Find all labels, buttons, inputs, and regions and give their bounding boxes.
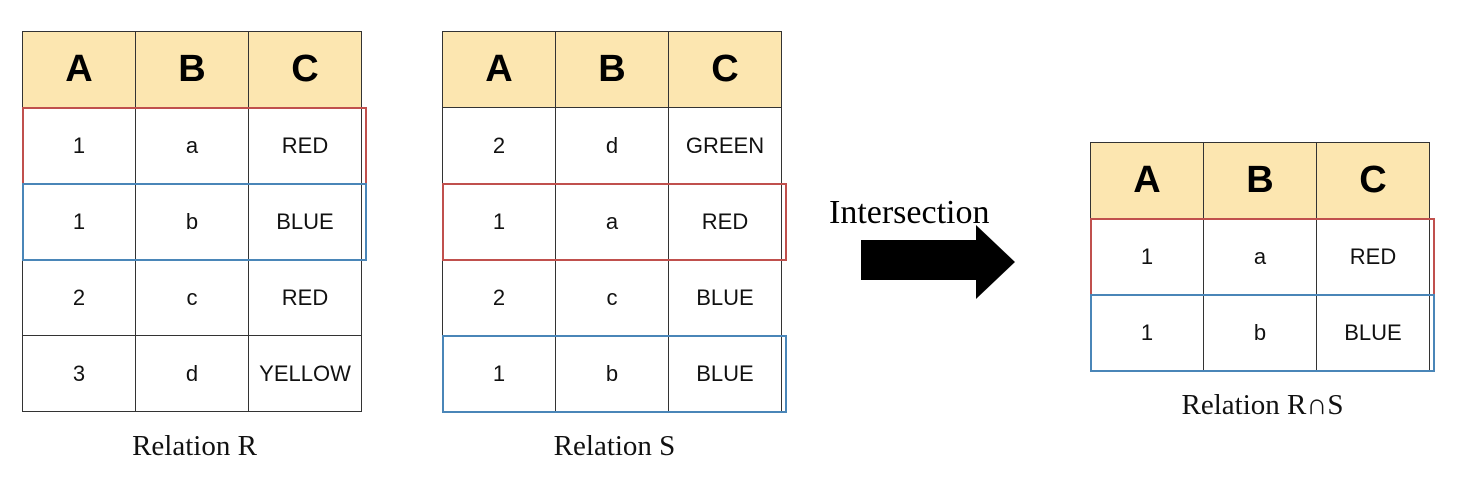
relation-r-caption: Relation R — [132, 430, 257, 462]
cell-b: a — [135, 107, 249, 184]
relation-r: A B C 1 a RED 1 b BLUE 2 c RED 3 — [22, 31, 367, 412]
table-row: 1 a RED — [1090, 218, 1430, 295]
table-row: 3 d YELLOW — [22, 335, 362, 412]
cell-b: d — [135, 335, 249, 412]
cell-b: b — [1203, 294, 1317, 371]
cell-a: 1 — [1090, 294, 1204, 371]
table-row: 1 b BLUE — [1090, 294, 1430, 371]
cell-c: RED — [668, 183, 782, 260]
cell-b: d — [555, 107, 669, 184]
intersection-label: Intersection — [829, 194, 990, 231]
cell-b: a — [555, 183, 669, 260]
cell-c: RED — [1316, 218, 1430, 295]
column-header-c: C — [668, 31, 782, 108]
cell-a: 1 — [442, 335, 556, 412]
cell-c: BLUE — [248, 183, 362, 260]
cell-b: b — [135, 183, 249, 260]
cell-c: BLUE — [668, 335, 782, 412]
cell-c: RED — [248, 259, 362, 336]
table-row: 2 c BLUE — [442, 259, 782, 336]
cell-a: 1 — [442, 183, 556, 260]
cell-b: c — [135, 259, 249, 336]
cell-a: 2 — [442, 107, 556, 184]
column-header-c: C — [248, 31, 362, 108]
header-row: A B C — [442, 31, 782, 108]
table-row: 1 a RED — [22, 107, 362, 184]
cell-a: 2 — [442, 259, 556, 336]
table-row: 2 d GREEN — [442, 107, 782, 184]
column-header-c: C — [1316, 142, 1430, 219]
column-header-a: A — [442, 31, 556, 108]
cell-c: GREEN — [668, 107, 782, 184]
column-header-a: A — [22, 31, 136, 108]
table-row: 1 b BLUE — [442, 335, 782, 412]
column-header-b: B — [555, 31, 669, 108]
cell-c: BLUE — [1316, 294, 1430, 371]
header-row: A B C — [22, 31, 362, 108]
cell-a: 1 — [22, 183, 136, 260]
relation-s: A B C 2 d GREEN 1 a RED 2 c BLUE 1 — [442, 31, 787, 413]
arrow-shape — [861, 225, 1015, 299]
cell-a: 2 — [22, 259, 136, 336]
relation-result-table: A B C 1 a RED 1 b BLUE — [1090, 142, 1430, 371]
cell-b: b — [555, 335, 669, 412]
relation-s-caption: Relation S — [553, 430, 676, 462]
table-row: 2 c RED — [22, 259, 362, 336]
relation-r-table: A B C 1 a RED 1 b BLUE 2 c RED 3 — [22, 31, 362, 412]
cell-a: 3 — [22, 335, 136, 412]
relation-result: A B C 1 a RED 1 b BLUE — [1090, 142, 1435, 372]
cell-c: RED — [248, 107, 362, 184]
table-row: 1 a RED — [442, 183, 782, 260]
cell-c: YELLOW — [248, 335, 362, 412]
column-header-b: B — [1203, 142, 1317, 219]
cell-b: a — [1203, 218, 1317, 295]
relation-s-table: A B C 2 d GREEN 1 a RED 2 c BLUE 1 — [442, 31, 782, 412]
header-row: A B C — [1090, 142, 1430, 219]
right-arrow-icon — [861, 225, 1015, 299]
cell-c: BLUE — [668, 259, 782, 336]
cell-a: 1 — [1090, 218, 1204, 295]
table-row: 1 b BLUE — [22, 183, 362, 260]
cell-a: 1 — [22, 107, 136, 184]
relation-result-caption: Relation R∩S — [1181, 389, 1344, 421]
column-header-b: B — [135, 31, 249, 108]
column-header-a: A — [1090, 142, 1204, 219]
cell-b: c — [555, 259, 669, 336]
